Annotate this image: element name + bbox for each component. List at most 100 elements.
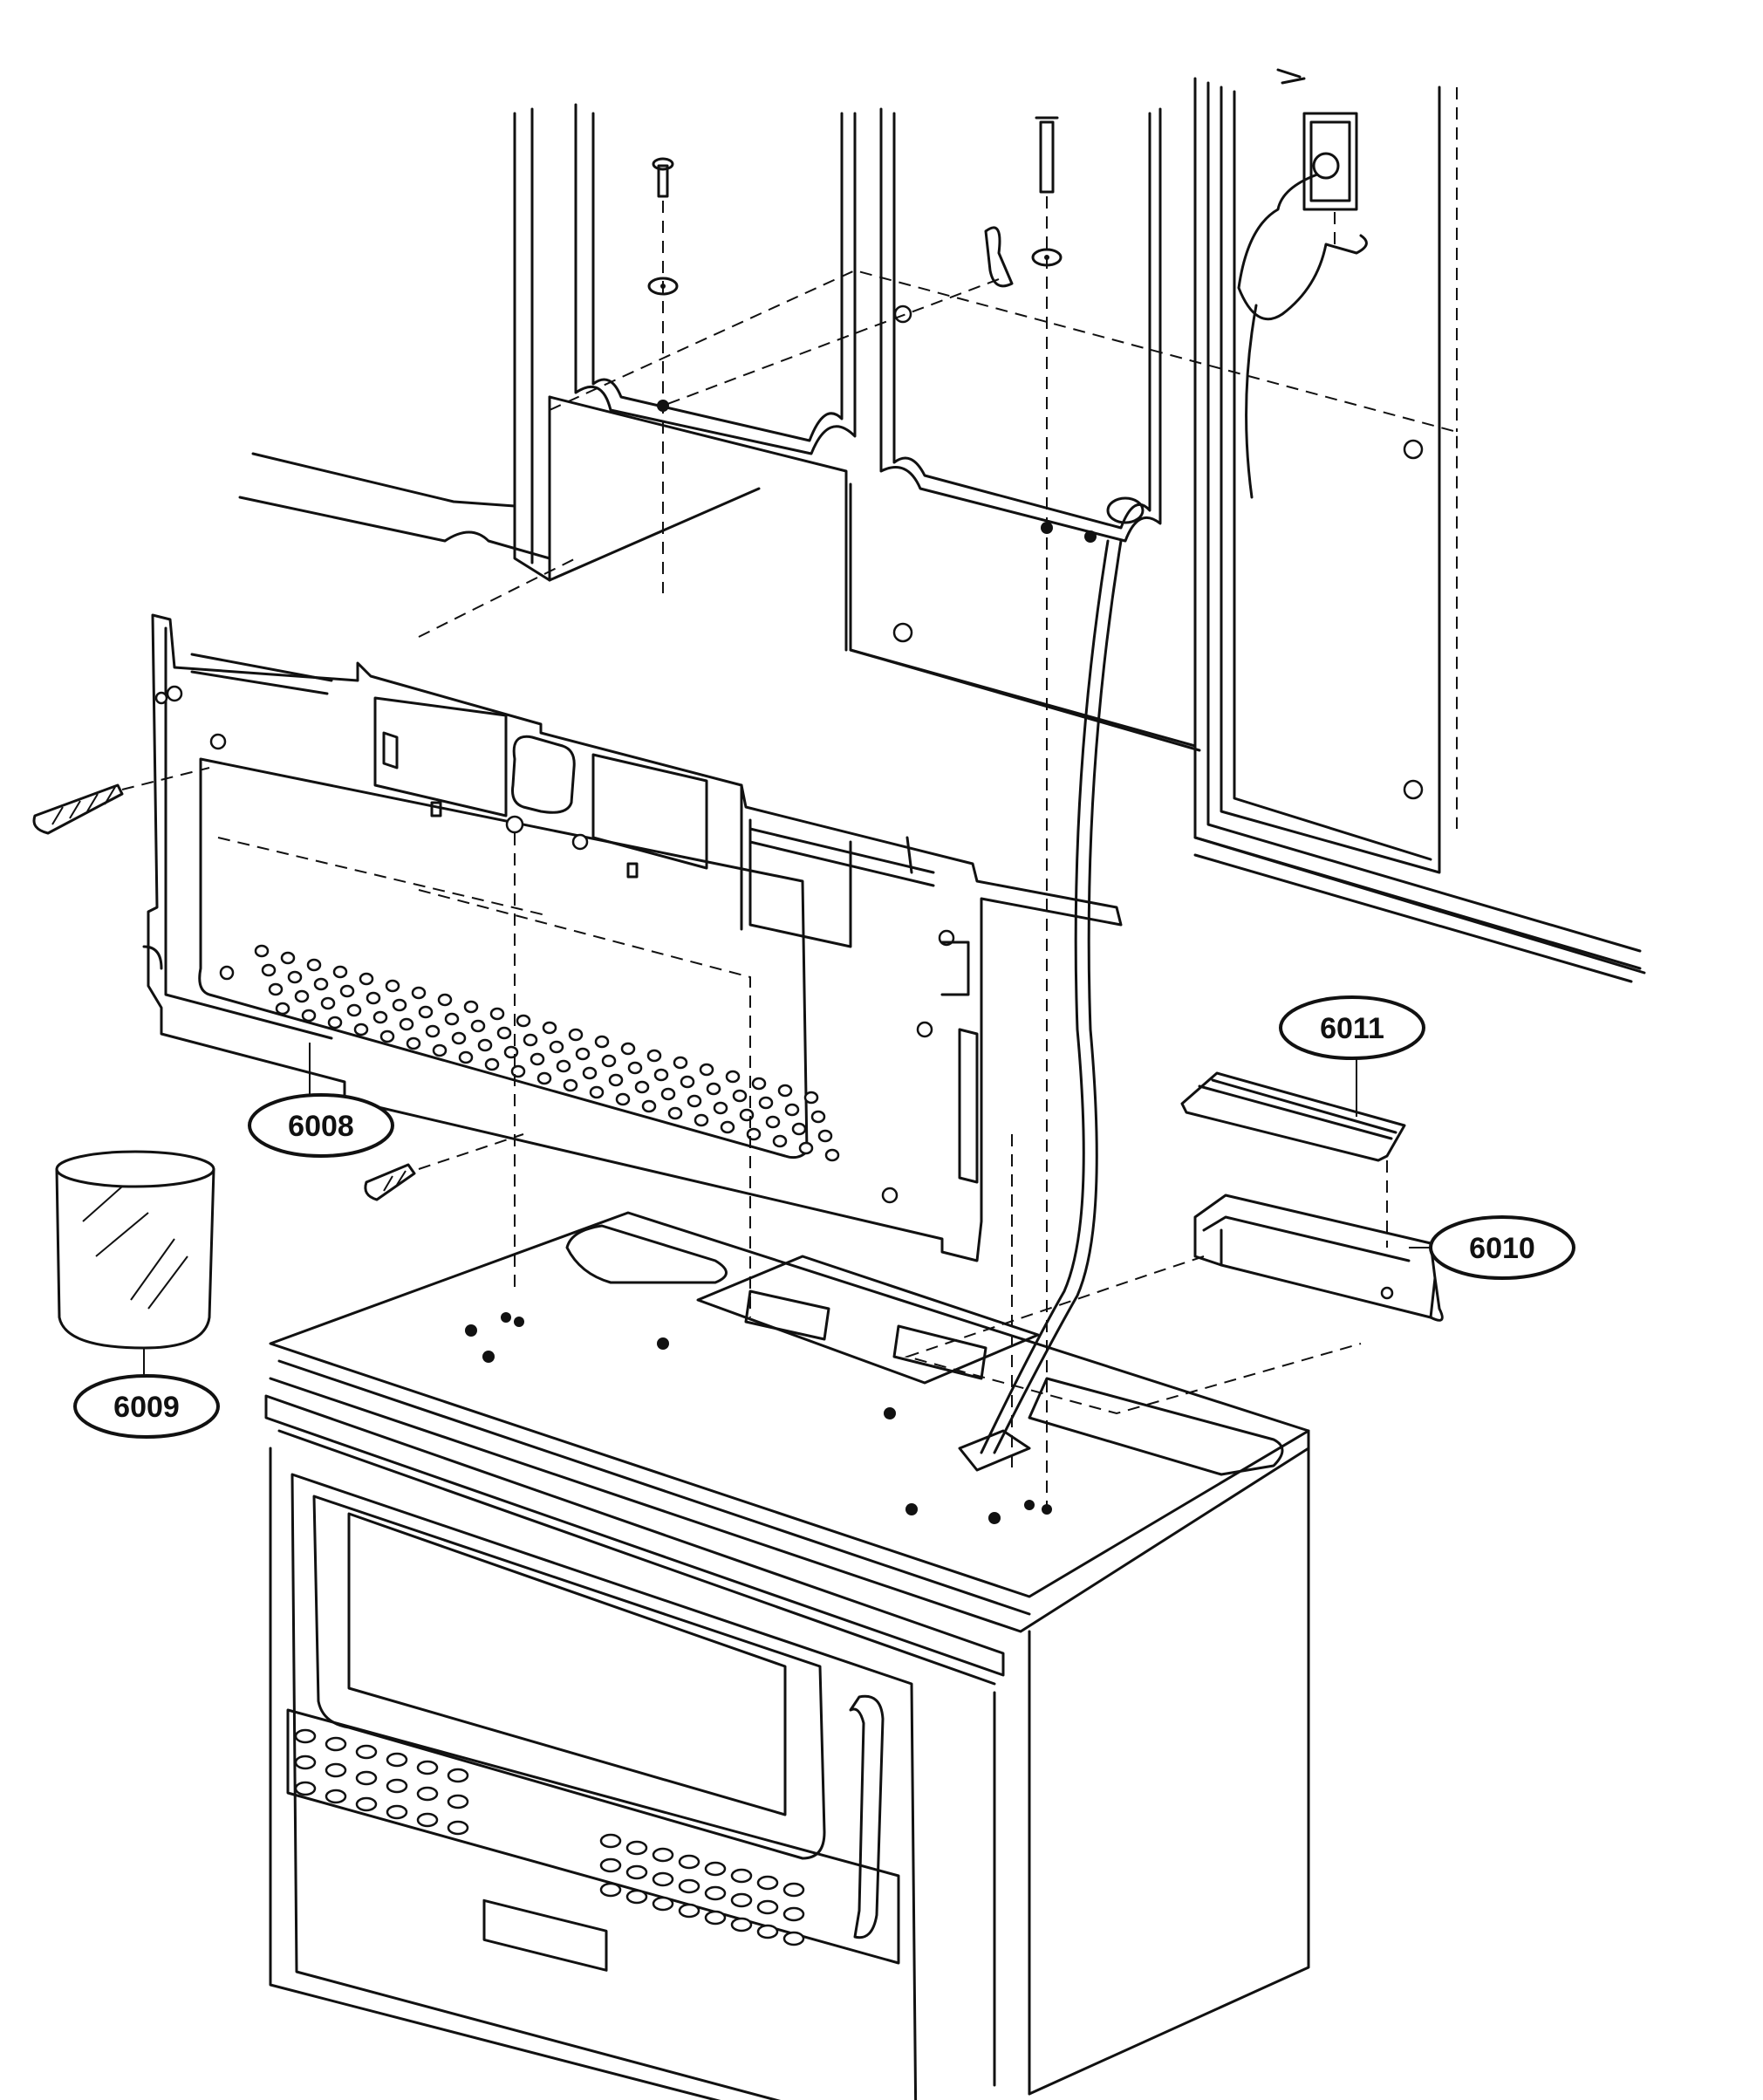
plate-hole: [713, 1101, 728, 1115]
plate-hole: [803, 1091, 819, 1105]
plate-hole: [798, 1141, 814, 1155]
control-panel-button: [416, 1812, 439, 1828]
control-panel-button: [652, 1847, 674, 1863]
plate-hole: [589, 1085, 605, 1099]
microwave: [264, 496, 1310, 2100]
plate-hole: [254, 944, 270, 958]
control-panel-button: [730, 1868, 753, 1884]
plate-hole: [556, 1059, 571, 1073]
plate-hole: [366, 991, 381, 1005]
plate-hole: [530, 1052, 545, 1066]
plate-hole: [516, 1014, 531, 1028]
plate-hole: [261, 963, 277, 977]
plate-hole: [379, 1029, 395, 1043]
plate-hole: [353, 1023, 369, 1036]
plate-hole: [615, 1092, 631, 1106]
mounting-plate: [142, 557, 1123, 1474]
plate-hole: [294, 989, 310, 1003]
plate-hole: [287, 970, 303, 984]
control-panel-button: [386, 1804, 408, 1820]
control-panel-button: [447, 1820, 469, 1836]
control-panel-button: [704, 1885, 727, 1901]
plate-hole: [673, 1056, 688, 1070]
control-panel-button: [355, 1796, 378, 1812]
control-panel-button: [756, 1924, 779, 1939]
plate-hole: [549, 1040, 564, 1054]
control-panel-button: [325, 1762, 347, 1778]
plate-hole: [372, 1010, 388, 1024]
control-panel-button: [447, 1768, 469, 1783]
plate-hole: [706, 1082, 721, 1096]
plate-hole: [542, 1021, 557, 1035]
control-panel-button: [416, 1786, 439, 1802]
control-panel-button: [652, 1871, 674, 1887]
plate-hole: [772, 1134, 788, 1148]
control-panel-button: [625, 1840, 648, 1856]
control-panel-button: [782, 1882, 805, 1898]
plate-hole: [687, 1094, 702, 1108]
control-panel-button: [599, 1833, 622, 1849]
plate-hole: [451, 1031, 467, 1045]
plate-hole: [339, 984, 355, 998]
callout-6009: 6009: [73, 1348, 220, 1439]
plate-hole: [280, 951, 296, 965]
control-panel-button: [447, 1794, 469, 1809]
plate-hole: [327, 1016, 343, 1029]
plate-hole: [359, 972, 374, 986]
control-panel-button: [294, 1781, 317, 1796]
control-panel-button: [652, 1896, 674, 1912]
plate-hole: [646, 1049, 662, 1063]
top-fasteners: [647, 68, 1368, 1509]
plate-hole: [563, 1078, 578, 1092]
control-panel-button: [355, 1770, 378, 1786]
plate-hole: [627, 1061, 643, 1075]
plate-hole: [301, 1009, 317, 1023]
control-panel-button: [756, 1875, 779, 1891]
plate-hole: [470, 1019, 486, 1033]
wall-cabinets: [238, 77, 1646, 983]
plate-hole: [346, 1003, 362, 1017]
control-panel-button: [756, 1899, 779, 1915]
plate-hole: [536, 1071, 552, 1085]
plate-hole: [608, 1073, 624, 1087]
control-panel-button: [730, 1892, 753, 1908]
plate-hole: [320, 996, 336, 1010]
plate-hole: [268, 982, 284, 996]
plate-hole: [418, 1005, 434, 1019]
plate-hole: [791, 1122, 807, 1136]
callout-6008: 6008: [248, 1043, 394, 1158]
control-panel-button: [782, 1931, 805, 1946]
control-panel-button: [355, 1744, 378, 1760]
plate-hole: [477, 1038, 493, 1052]
control-panel-button: [294, 1728, 317, 1744]
control-panel-button: [730, 1917, 753, 1932]
plate-hole: [568, 1028, 584, 1042]
plate-hole: [634, 1080, 650, 1094]
plate-hole: [385, 979, 400, 993]
plate-hole: [824, 1148, 840, 1162]
control-panel-button: [325, 1736, 347, 1752]
plate-hole: [601, 1054, 617, 1068]
plate-hole: [406, 1036, 421, 1050]
electrical-box-parts: [904, 1071, 1444, 1415]
plate-hole: [332, 965, 348, 979]
plate-hole: [437, 993, 453, 1007]
callout-label: 6008: [288, 1110, 354, 1143]
plate-hole: [620, 1042, 636, 1056]
plate-hole: [484, 1057, 500, 1071]
plate-hole: [653, 1068, 669, 1082]
side-screws: [32, 767, 524, 1201]
control-panel-button: [599, 1882, 622, 1898]
hardware-bag: [55, 1150, 215, 1350]
control-panel-button: [599, 1857, 622, 1873]
plate-hole: [594, 1035, 610, 1049]
plate-hole: [725, 1070, 741, 1084]
plate-hole: [306, 958, 322, 972]
control-panel-button: [782, 1906, 805, 1922]
plate-hole: [458, 1050, 474, 1064]
plate-hole: [392, 998, 407, 1012]
plate-hole: [699, 1063, 714, 1077]
control-panel-button: [704, 1861, 727, 1877]
control-panel-button: [678, 1878, 700, 1894]
plate-hole: [275, 1002, 290, 1016]
